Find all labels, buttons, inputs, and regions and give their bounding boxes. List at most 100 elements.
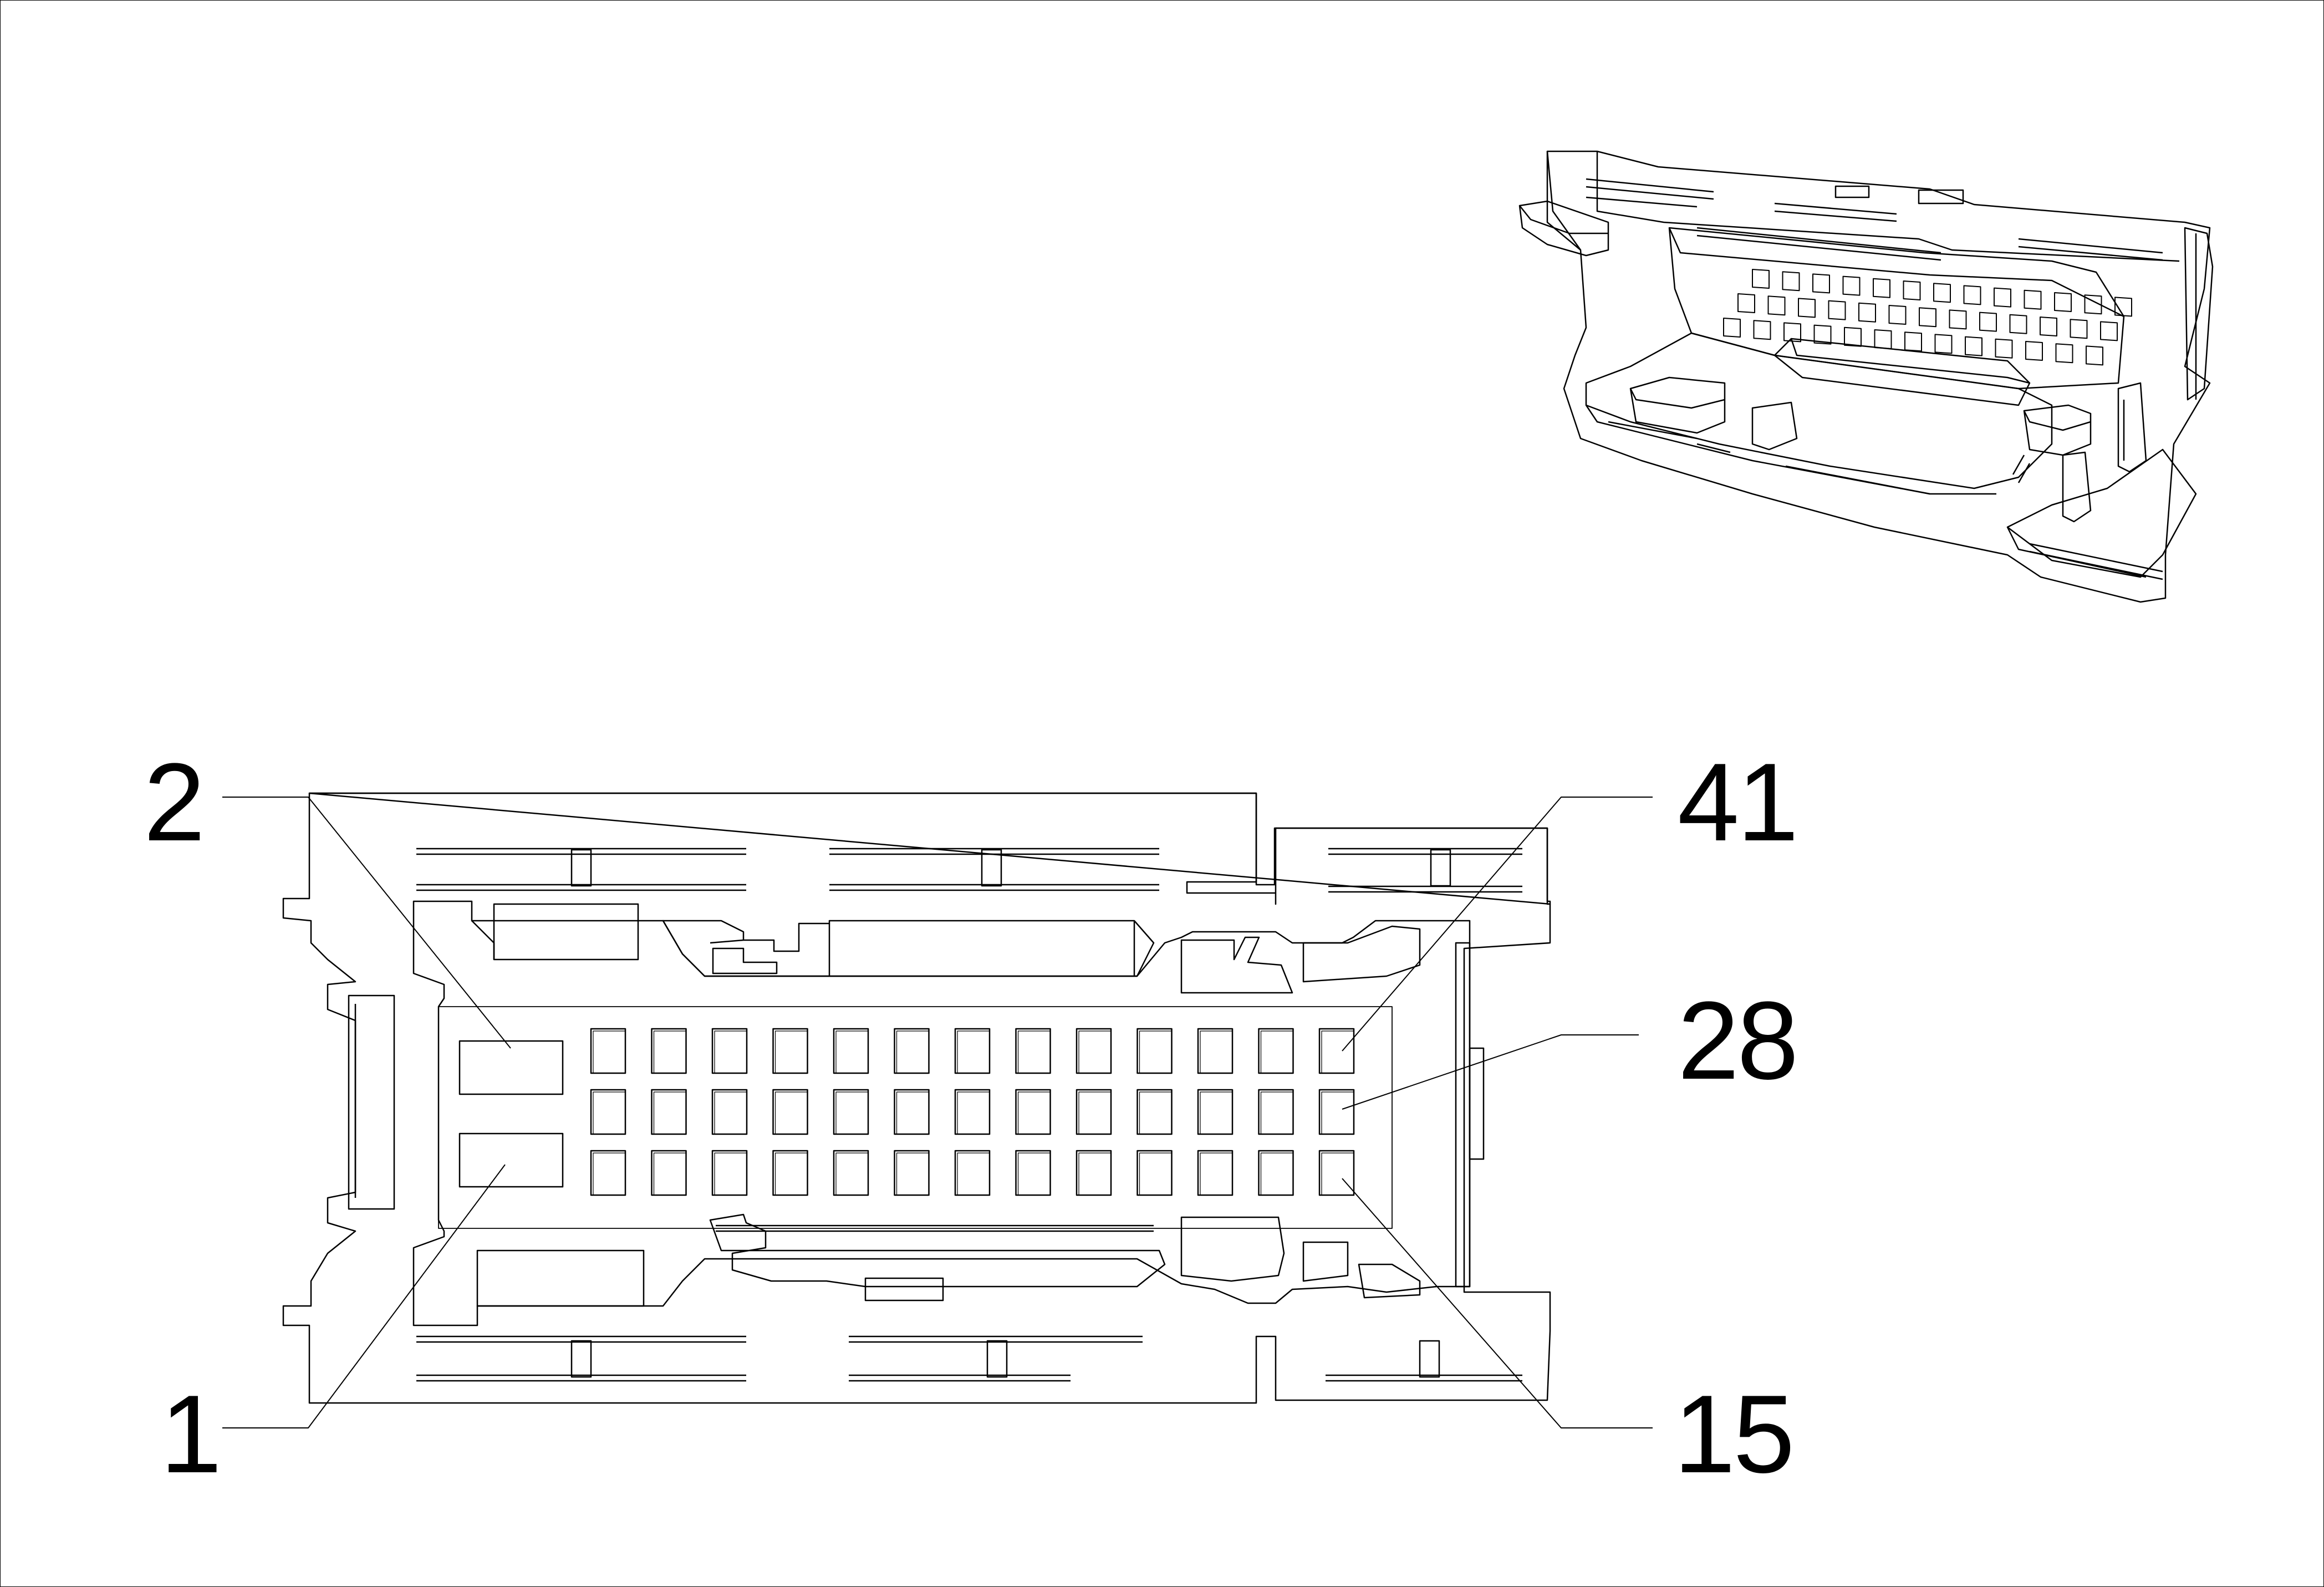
iso-pin-cavity xyxy=(1888,305,1907,325)
iso-pin-cavity xyxy=(2025,341,2043,361)
pin-cavity xyxy=(711,1150,748,1196)
pin-cavity-edge xyxy=(957,1091,990,1134)
pin-label-2: 2 xyxy=(144,741,205,864)
iso-pin-cavity xyxy=(1798,298,1816,318)
pin-cavity-edge xyxy=(1200,1152,1232,1195)
iso-pin-cavity xyxy=(1753,320,1771,340)
iso-pin-cavity xyxy=(2086,345,2103,366)
pin-cavity xyxy=(1258,1089,1294,1135)
pin-2-cavity xyxy=(458,1040,564,1095)
pin-cavity xyxy=(590,1089,626,1135)
iso-pin-cavity xyxy=(1723,318,1741,338)
pin-cavity xyxy=(772,1150,808,1196)
pin-cavity-edge xyxy=(957,1152,990,1195)
iso-pin-cavity xyxy=(2055,343,2073,364)
pin-cavity-edge xyxy=(714,1030,747,1073)
iso-pin-cavity xyxy=(1965,336,1982,356)
pin-label-1: 1 xyxy=(160,1372,222,1496)
iso-pin-cavity xyxy=(1995,338,2013,359)
pin-cavity xyxy=(1318,1150,1355,1196)
pin-cavity-edge xyxy=(593,1091,625,1134)
pin-cavity xyxy=(590,1150,626,1196)
pin-cavity xyxy=(1076,1150,1112,1196)
pin-label-28: 28 xyxy=(1678,979,1798,1103)
pin-label-41: 41 xyxy=(1678,741,1798,864)
pin-cavity xyxy=(833,1150,869,1196)
pin-cavity xyxy=(1318,1089,1355,1135)
pin-cavity xyxy=(1258,1028,1294,1074)
iso-pin-cavity xyxy=(1934,334,1953,354)
pin-cavity-edge xyxy=(1017,1152,1051,1195)
pin-cavity xyxy=(954,1150,991,1196)
front-pin-region xyxy=(438,1006,1393,1229)
iso-pin-cavity xyxy=(1767,295,1786,316)
pin-cavity-edge xyxy=(1321,1030,1354,1073)
pin-cavity-edge xyxy=(957,1030,990,1073)
pin-cavity xyxy=(772,1028,808,1074)
pin-cavity xyxy=(1076,1028,1112,1074)
iso-top-edge xyxy=(1546,151,1582,251)
pin-1-cavity xyxy=(458,1132,564,1188)
iso-left-latch xyxy=(1518,200,1609,257)
pin-cavity-edge xyxy=(593,1030,625,1073)
pin-cavity-edge xyxy=(1260,1091,1293,1134)
iso-pin-cavity xyxy=(1873,278,1890,298)
pin-label-15: 15 xyxy=(1674,1372,1795,1496)
iso-pin-cavity xyxy=(2084,294,2102,315)
iso-pin-cavity xyxy=(1858,302,1876,323)
iso-pin-cavity xyxy=(1994,287,2011,308)
iso-pin-cavity xyxy=(2070,319,2088,339)
iso-pin-cavity xyxy=(1949,309,1967,330)
front-inner-body xyxy=(412,900,1471,1326)
iso-pin-cavity xyxy=(1903,280,1921,300)
connector-isometric-view xyxy=(1518,150,2214,603)
pin-cavity-edge xyxy=(1260,1030,1293,1073)
iso-pin-cavity xyxy=(1812,273,1830,294)
pin-cavity xyxy=(954,1028,991,1074)
pin-grid xyxy=(590,1028,1355,1196)
iso-pin-cavity xyxy=(1842,275,1861,296)
pin-cavity-edge xyxy=(714,1152,747,1195)
pin-cavity xyxy=(1136,1028,1173,1074)
pin-cavity xyxy=(1015,1028,1051,1074)
pin-cavity-edge xyxy=(1200,1030,1232,1073)
pin-cavity-edge xyxy=(653,1091,686,1134)
pin-cavity-edge xyxy=(653,1152,686,1195)
pin-cavity xyxy=(1197,1150,1234,1196)
pin-cavity-edge xyxy=(1078,1091,1111,1134)
pin-cavity xyxy=(954,1089,991,1135)
pin-cavity-edge xyxy=(835,1030,868,1073)
iso-pin-cavity xyxy=(1904,331,1922,352)
iso-pin-cavity xyxy=(2040,317,2057,336)
iso-pin-cavity xyxy=(1737,293,1755,313)
iso-pin-cavity xyxy=(1813,324,1832,345)
pin-cavity-edge xyxy=(1078,1030,1111,1073)
pin-cavity xyxy=(1015,1150,1051,1196)
leader-pin-41 xyxy=(1342,797,1653,1052)
pin-cavity xyxy=(894,1089,930,1135)
iso-pin-cavity xyxy=(1963,285,1981,305)
leader-pin-28 xyxy=(1342,1034,1639,1110)
iso-center-bar xyxy=(1773,338,2031,406)
leader-pin-2 xyxy=(222,797,511,1049)
iso-pin-cavity xyxy=(1874,329,1892,349)
pin-cavity xyxy=(1197,1028,1234,1074)
pin-cavity-edge xyxy=(1017,1030,1051,1073)
iso-pin-cavity xyxy=(2054,292,2072,312)
pin-cavity-edge xyxy=(653,1030,686,1073)
pin-cavity xyxy=(590,1028,626,1074)
pin-cavity-edge xyxy=(774,1152,808,1195)
leader-pin-15 xyxy=(1342,1178,1653,1428)
iso-pin-cavity xyxy=(1782,271,1800,292)
pin-cavity-edge xyxy=(1139,1091,1172,1134)
iso-pin-cavity xyxy=(1752,269,1770,289)
iso-pin-cavity xyxy=(2009,314,2027,334)
pin-cavity-edge xyxy=(896,1152,929,1195)
pin-cavity xyxy=(894,1150,930,1196)
iso-pin-grid xyxy=(1723,269,2132,366)
pin-cavity-edge xyxy=(774,1091,808,1134)
callout-leaders xyxy=(222,797,1653,1428)
iso-pin-cavity xyxy=(2024,289,2042,310)
